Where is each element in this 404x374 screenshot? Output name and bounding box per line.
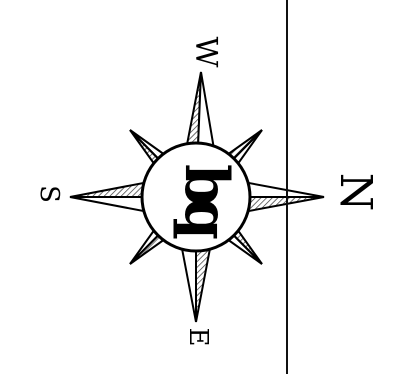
divider-line bbox=[286, 0, 288, 374]
west-label: W bbox=[184, 34, 220, 70]
center-logo: bq bbox=[156, 158, 236, 238]
east-label: E bbox=[181, 322, 211, 352]
south-label: S bbox=[34, 180, 62, 208]
north-label: N bbox=[333, 170, 377, 214]
